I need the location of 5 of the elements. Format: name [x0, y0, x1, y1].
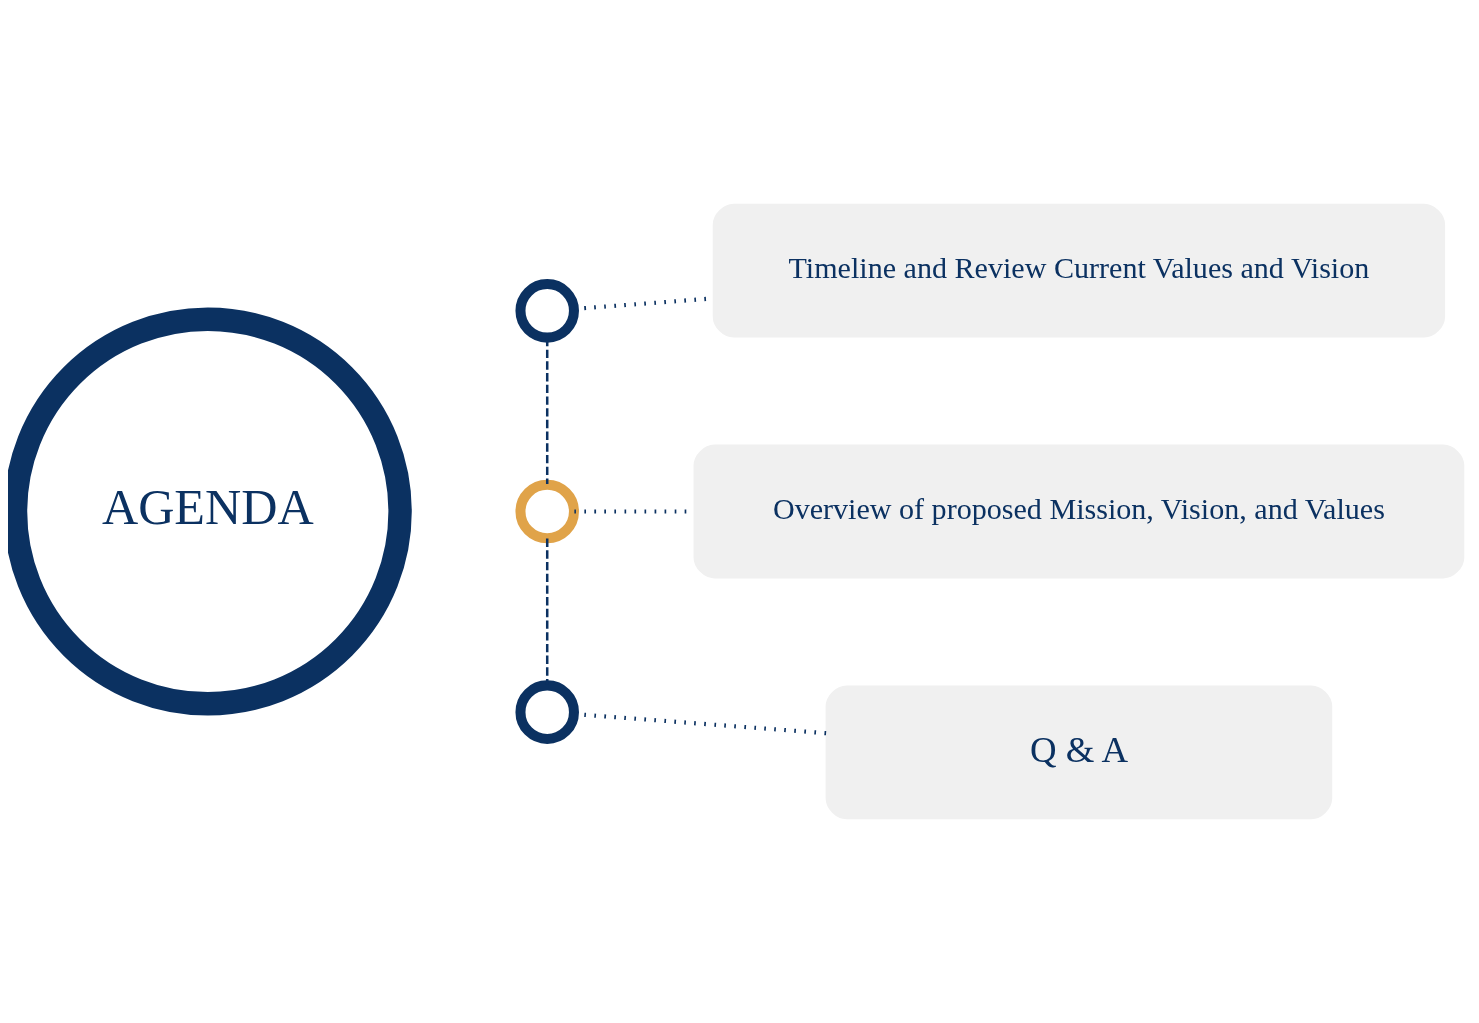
node-box: Q & A	[825, 685, 1333, 820]
node-circle	[515, 479, 579, 544]
node-circle	[515, 680, 579, 744]
node-circle: AGENDA	[8, 307, 412, 716]
node-circle	[515, 279, 579, 343]
